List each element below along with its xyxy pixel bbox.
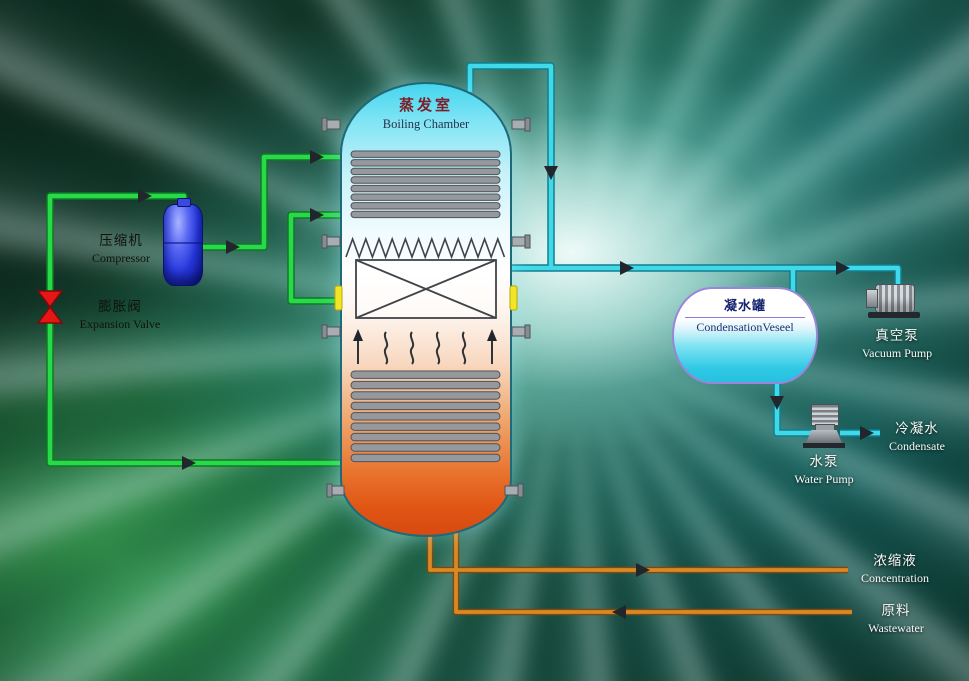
boiling-chamber-label-zh: 蒸发室 (398, 98, 453, 114)
compressor-label-zh: 压缩机 (99, 233, 143, 248)
sight-glass-marks (334, 285, 518, 311)
vacuum-pump-label-en: Vacuum Pump (861, 346, 933, 361)
concentration-label-en: Concentration (861, 571, 929, 586)
tank-divider (685, 317, 805, 318)
vacuum-pump-label: 真空泵 Vacuum Pump (850, 327, 944, 361)
wastewater-label-zh: 原料 (881, 603, 911, 618)
expansion-valve-icon (36, 290, 64, 324)
expansion-valve-label-zh: 膨胀阀 (98, 299, 142, 314)
expansion-valve-label-en: Expansion Valve (79, 317, 161, 332)
concentration-label-zh: 浓缩液 (873, 553, 917, 568)
wastewater-label-en: Wastewater (868, 621, 924, 636)
compressor-icon (163, 198, 203, 286)
expansion-valve-label: 膨胀阀 Expansion Valve (68, 298, 172, 332)
flow-arrows (138, 150, 874, 619)
zigzag-distributor (345, 236, 506, 260)
water-pump-label-zh: 水泵 (809, 454, 839, 469)
condensate-label-en: Condensate (889, 439, 945, 454)
water-pump-label: 水泵 Water Pump (784, 453, 864, 487)
vessel-nozzles (321, 117, 531, 498)
water-pump-base (803, 443, 845, 448)
wastewater-label: 原料 Wastewater (850, 602, 942, 636)
vacuum-pump-cap (866, 289, 878, 308)
condensate-label: 冷凝水 Condensate (878, 420, 956, 454)
compressor-label-en: Compressor (92, 251, 150, 266)
heat-exchanger-coil-top (350, 150, 501, 219)
condensation-vessel-label-zh: 凝水罐 (723, 298, 766, 313)
water-pump-body (806, 430, 842, 443)
boiling-chamber-label: 蒸发室 Boiling Chamber (340, 96, 512, 133)
condensate-label-zh: 冷凝水 (895, 421, 939, 436)
boiling-chamber-label-en: Boiling Chamber (382, 117, 470, 132)
compressor-label: 压缩机 Compressor (76, 232, 166, 266)
vacuum-pump-base (868, 312, 920, 318)
water-pump-label-en: Water Pump (794, 472, 854, 487)
vacuum-pump-label-zh: 真空泵 (875, 328, 919, 343)
concentration-label: 浓缩液 Concentration (842, 552, 948, 586)
condensation-vessel-tank: 凝水罐 CondensationVeseel (672, 287, 818, 384)
demister-box (355, 259, 497, 319)
condensation-vessel-label-en: CondensationVeseel (696, 320, 794, 334)
heat-exchanger-coil-bottom (350, 370, 501, 463)
steam-arrows (353, 329, 497, 365)
